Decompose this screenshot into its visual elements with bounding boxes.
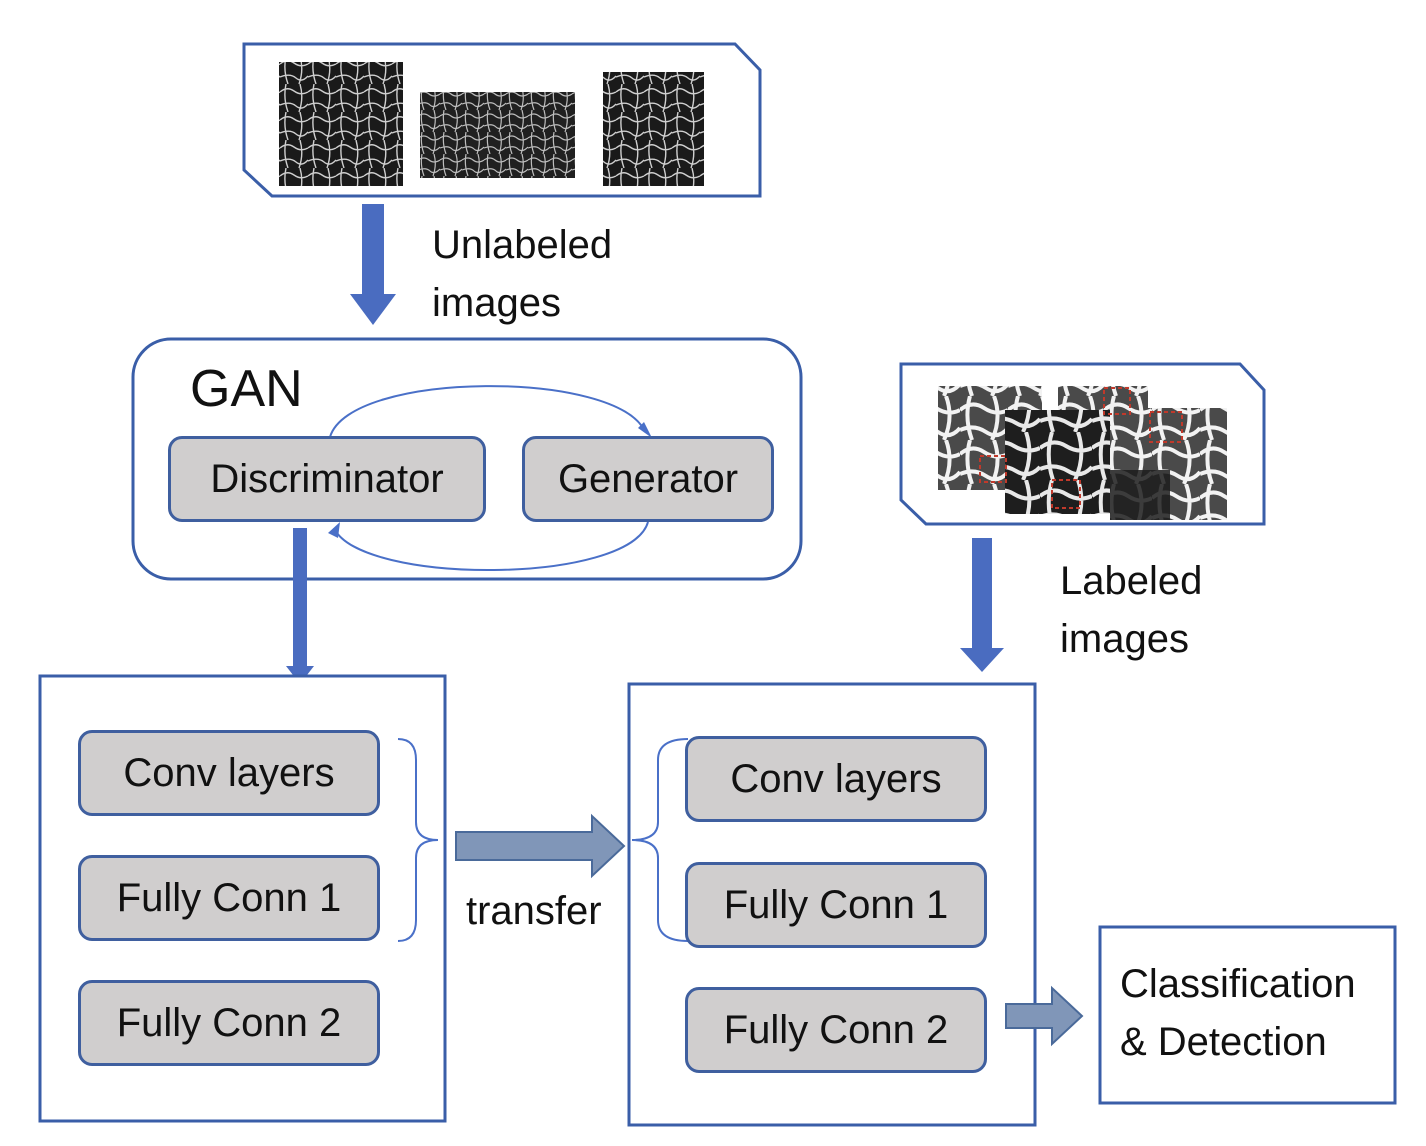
generator-box: Generator	[522, 436, 774, 522]
output-label-line2: & Detection	[1120, 1020, 1327, 1064]
discriminator-box: Discriminator	[168, 436, 486, 522]
gan-title: GAN	[190, 360, 303, 418]
right-brace	[631, 738, 689, 942]
output-label-line1: Classification	[1120, 962, 1356, 1006]
unlabeled-label-line2: images	[432, 281, 561, 325]
right-conv-layers: Conv layers	[685, 736, 987, 822]
left-brace	[397, 738, 439, 942]
output-arrow	[1005, 985, 1084, 1047]
gan-arc-top	[329, 385, 646, 438]
left-conv-layers: Conv layers	[78, 730, 380, 816]
right-fully-conn-1: Fully Conn 1	[685, 862, 987, 948]
unlabeled-arrow-shaft	[362, 204, 384, 296]
left-fully-conn-1: Fully Conn 1	[78, 855, 380, 941]
labeled-images-label: Labeled images	[1060, 552, 1202, 668]
transfer-label: transfer	[466, 889, 602, 933]
labeled-label-line1: Labeled	[1060, 559, 1203, 603]
unlabeled-image-1	[279, 62, 403, 186]
unlabeled-images-label: Unlabeled images	[432, 216, 612, 332]
unlabeled-label-line1: Unlabeled	[432, 223, 613, 267]
labeled-arrow-shaft	[972, 538, 992, 650]
output-label: Classification & Detection	[1120, 955, 1356, 1071]
transfer-arrow	[455, 813, 626, 879]
labeled-image-3	[1005, 410, 1111, 514]
labeled-label-line2: images	[1060, 617, 1189, 661]
right-fully-conn-2: Fully Conn 2	[685, 987, 987, 1073]
unlabeled-arrow-head	[350, 294, 396, 325]
gan-arc-bottom	[333, 521, 649, 571]
unlabeled-image-2	[420, 92, 575, 178]
unlabeled-image-3	[603, 72, 704, 186]
labeled-arrow-head	[960, 648, 1004, 672]
disc-arrow-shaft	[293, 528, 307, 670]
left-fully-conn-2: Fully Conn 2	[78, 980, 380, 1066]
output-panel	[1098, 925, 1397, 1105]
